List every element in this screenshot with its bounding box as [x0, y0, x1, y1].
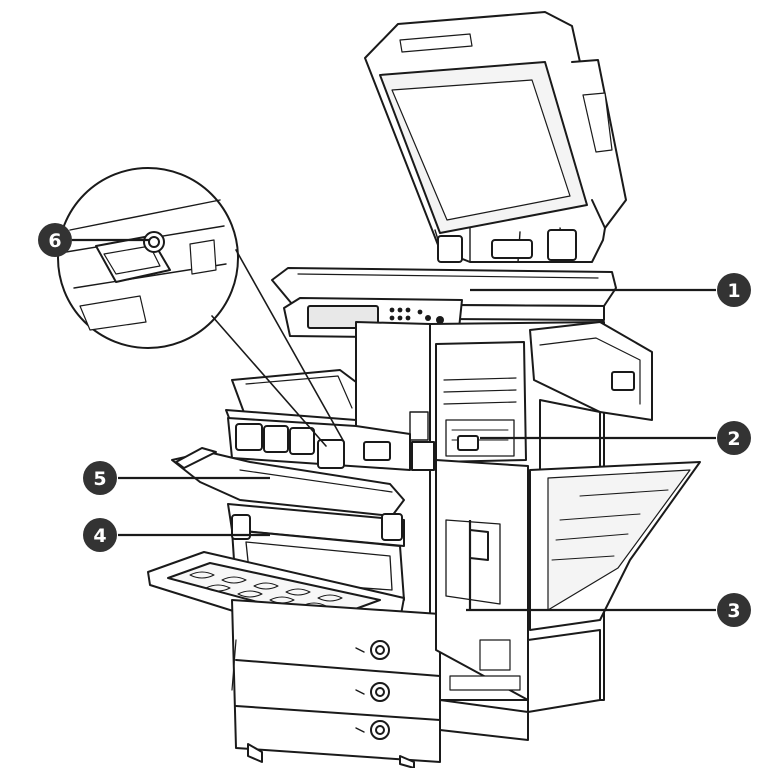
- callout-number: 3: [727, 600, 740, 622]
- callout-number: 5: [93, 468, 106, 490]
- callout-badge: [38, 223, 72, 257]
- callout-number: 2: [727, 428, 740, 450]
- callout-1: 1: [717, 273, 751, 307]
- lower-right-body: [439, 629, 601, 741]
- callout-badge: [717, 593, 751, 627]
- leader-lines: [72, 238, 716, 612]
- callout-badge: [717, 421, 751, 455]
- drum-unit-cover: [171, 447, 405, 547]
- callout-5: 5: [83, 461, 117, 495]
- callout-badge: [83, 518, 117, 552]
- callout-number: 4: [93, 525, 106, 547]
- callout-number: 1: [727, 280, 740, 302]
- document-feeder-lid: [364, 11, 627, 263]
- callout-3: 3: [717, 593, 751, 627]
- callout-6: 6: [38, 223, 72, 257]
- callout-badge: [83, 461, 117, 495]
- callout-4: 4: [83, 518, 117, 552]
- fixing-assembly: [435, 341, 527, 463]
- right-cover-open: [435, 459, 701, 701]
- paper-drawers: [231, 599, 575, 768]
- callout-number: 6: [48, 230, 61, 252]
- detail-zoom-inset: [57, 167, 345, 447]
- callout-badge: [717, 273, 751, 307]
- callout-2: 2: [717, 421, 751, 455]
